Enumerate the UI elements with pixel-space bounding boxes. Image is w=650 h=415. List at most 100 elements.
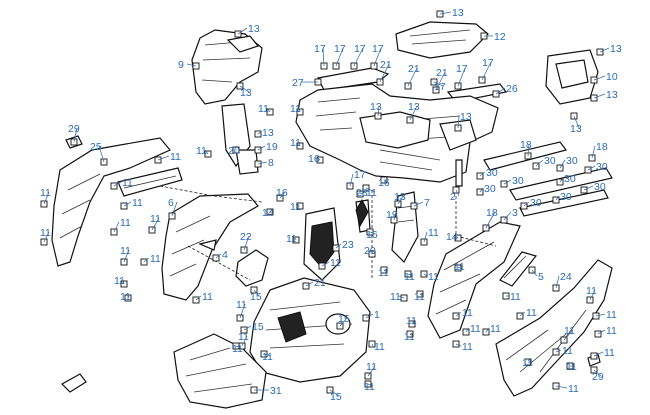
part-number-label: 11 — [406, 315, 417, 327]
part-number-label: 11 — [232, 343, 243, 355]
part-number-label: 18 — [486, 207, 498, 219]
leader-line — [123, 249, 130, 263]
part-number-label: 11 — [120, 245, 131, 257]
part-number-label: 11 — [490, 323, 501, 335]
part-number-label: 11 — [374, 341, 385, 353]
leader-line — [329, 389, 340, 397]
leader-line — [73, 127, 78, 143]
leader-line — [349, 173, 354, 187]
leader-line — [457, 265, 464, 269]
part-number-label: 5 — [538, 271, 544, 283]
part-number-label: 1 — [374, 309, 380, 321]
leader-line — [113, 181, 122, 187]
leader-line — [593, 93, 606, 99]
part-number-label: 13 — [460, 111, 472, 123]
part-number-label: 4 — [222, 249, 228, 261]
part-16-main-body-frame — [295, 83, 499, 183]
part-number-label: 11 — [150, 253, 161, 265]
part-number-label: 11 — [122, 177, 133, 189]
leader-line — [573, 115, 580, 129]
leader-line — [204, 149, 209, 155]
leader-line — [171, 201, 178, 217]
leader-line — [495, 87, 506, 95]
leader-line — [455, 311, 462, 317]
part-number-label: 31 — [270, 385, 282, 397]
leader-line — [239, 303, 246, 319]
leader-line — [555, 275, 560, 289]
part-number-label: 11 — [236, 299, 247, 311]
part-number-label: 11 — [40, 187, 51, 199]
part-number-label: 11 — [568, 383, 579, 395]
part-number-label: 29 — [592, 371, 604, 383]
part-number-label: 20 — [228, 145, 240, 157]
leader-line — [407, 67, 418, 87]
loose-tab-bottom-left — [61, 373, 87, 393]
part-number-label: 17 — [482, 57, 494, 69]
part-number-label: 30 — [544, 155, 556, 167]
part-5-strip — [499, 251, 538, 287]
part-number-label: 17 — [354, 43, 366, 55]
leader-line — [407, 273, 414, 277]
part-number-label: 11 — [454, 261, 465, 273]
leader-line — [298, 141, 301, 147]
part-18-step-panels — [483, 141, 613, 217]
part-number-label: 29 — [68, 123, 80, 135]
leader-line — [481, 61, 492, 81]
part-number-label: 30 — [484, 183, 496, 195]
part-number-label: 11 — [462, 307, 473, 319]
part-number-label: 11 — [428, 271, 439, 283]
leader-line — [435, 71, 446, 91]
leader-line — [335, 47, 344, 67]
part-number-label: 11 — [604, 347, 615, 359]
leader-line — [423, 273, 428, 277]
part-number-label: 13 — [262, 127, 274, 139]
leader-line — [479, 187, 484, 193]
leader-line — [371, 249, 374, 255]
leader-line — [563, 329, 574, 341]
leader-line — [503, 179, 512, 185]
part-number-label: 11 — [428, 227, 439, 239]
leader-line — [215, 253, 222, 259]
leader-line — [359, 191, 366, 195]
leader-line — [43, 231, 50, 243]
part-number-label: 17 — [456, 63, 468, 75]
part-number-label: 2 — [450, 191, 456, 203]
leader-line — [257, 131, 262, 135]
part-number-label: 11 — [566, 361, 577, 373]
part-number-label: 14 — [262, 207, 274, 219]
part-number-label: 11 — [40, 227, 51, 239]
leader-line — [243, 325, 252, 331]
part-number-label: 11 — [120, 217, 131, 229]
part-number-label: 11 — [404, 331, 415, 343]
leader-line — [409, 105, 418, 121]
leader-line — [454, 235, 459, 239]
leader-line — [113, 221, 120, 233]
part-number-label: 11 — [564, 325, 575, 337]
leader-line — [555, 349, 562, 353]
leader-line — [593, 369, 602, 377]
part-number-label: 30 — [560, 191, 572, 203]
leader-line — [485, 327, 490, 333]
part-number-label: 13 — [394, 191, 406, 203]
leader-lines — [43, 11, 610, 397]
part-number-label: 15 — [330, 391, 342, 403]
leader-line — [43, 191, 50, 205]
part-number-label: 17 — [434, 81, 446, 93]
leader-line — [383, 269, 388, 273]
part-number-label: 11 — [238, 331, 249, 343]
leader-line — [143, 257, 150, 263]
part-number-label: 12 — [494, 31, 506, 43]
part-number-label: 17 — [354, 169, 366, 181]
part-number-label: 17 — [372, 43, 384, 55]
part-number-label: 9 — [178, 59, 184, 71]
part-number-label: 11 — [526, 307, 537, 319]
part-23-front-grille — [303, 207, 341, 281]
leader-line — [393, 213, 396, 221]
leader-line — [455, 189, 460, 197]
part-number-label: 11 — [170, 151, 181, 163]
part-number-label: 11 — [510, 291, 521, 303]
part-number-label: 19 — [266, 141, 278, 153]
leader-line — [98, 145, 105, 163]
leader-line — [423, 231, 428, 243]
part-number-label: 13 — [452, 7, 464, 19]
